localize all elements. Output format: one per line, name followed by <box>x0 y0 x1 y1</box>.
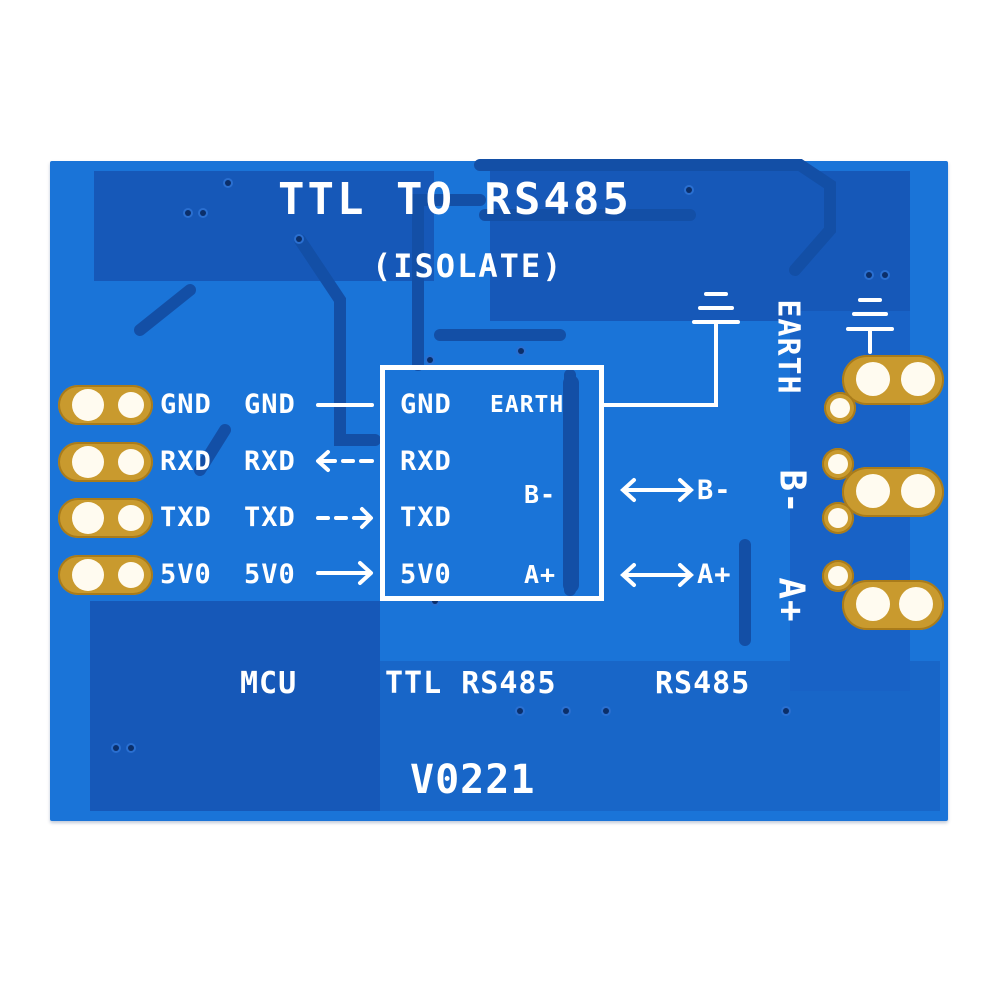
via <box>427 357 433 363</box>
board-version: V0221 <box>410 757 536 803</box>
pin-hole <box>118 505 144 531</box>
terminal-label-earth: EARTH <box>770 299 806 395</box>
copper-pour-top-right <box>490 171 910 321</box>
copper-pour-bottom-left <box>90 601 380 811</box>
terminal-hole <box>901 474 935 508</box>
terminal-hole-small <box>828 508 848 528</box>
via <box>296 236 302 242</box>
5v0-arrow-icon <box>358 561 373 585</box>
mcu-label-gnd: GND <box>244 389 296 420</box>
via <box>686 187 692 193</box>
via <box>518 348 524 354</box>
txd-arrow-icon <box>360 507 373 529</box>
terminal-hole <box>901 362 935 396</box>
module-pin-gnd: GND <box>400 389 452 420</box>
via <box>563 708 569 714</box>
via <box>225 180 231 186</box>
module-pin-5v0: 5V0 <box>400 559 452 590</box>
header-label-gnd: GND <box>160 389 212 420</box>
board-title: TTL TO RS485 <box>278 174 632 225</box>
mcu-label-5v0: 5V0 <box>244 559 296 590</box>
terminal-label-b: B- <box>771 469 813 515</box>
mcu-label-rxd: RXD <box>244 446 296 477</box>
module-pin-rxd: RXD <box>400 446 452 477</box>
pin-hole <box>72 389 104 421</box>
module-pin-earth: EARTH <box>490 392 565 418</box>
via <box>432 598 438 604</box>
pin-hole <box>118 449 144 475</box>
mcu-label-txd: TXD <box>244 502 296 533</box>
module-pin-a: A+ <box>524 560 557 589</box>
via <box>783 708 789 714</box>
terminal-hole <box>856 474 890 508</box>
terminal-hole <box>856 362 890 396</box>
isolation-module-outline <box>380 365 604 601</box>
via <box>128 745 134 751</box>
pin-hole <box>72 446 104 478</box>
terminal-hole-small <box>828 454 848 474</box>
pin-hole <box>72 559 104 591</box>
header-label-txd: TXD <box>160 502 212 533</box>
via <box>113 745 119 751</box>
copper-pour-top-left <box>94 171 434 281</box>
via <box>882 272 888 278</box>
pin-hole <box>118 392 144 418</box>
module-inner-trace <box>563 375 579 593</box>
board-subtitle: (ISOLATE) <box>372 247 564 285</box>
pin-hole <box>72 502 104 534</box>
module-pin-txd: TXD <box>400 502 452 533</box>
terminal-hole-small <box>830 398 850 418</box>
header-label-5v0: 5V0 <box>160 559 212 590</box>
via <box>200 210 206 216</box>
pin-hole <box>118 562 144 588</box>
via <box>866 272 872 278</box>
via <box>185 210 191 216</box>
footer-label-mcu: MCU <box>240 666 298 701</box>
module-pin-b: B- <box>524 480 557 509</box>
rs485-label-a: A+ <box>697 559 732 590</box>
footer-label-ttl-rs485: TTL RS485 <box>385 666 557 701</box>
terminal-hole <box>899 587 933 621</box>
header-label-rxd: RXD <box>160 446 212 477</box>
terminal-label-a: A+ <box>770 577 812 623</box>
terminal-hole <box>856 587 890 621</box>
via <box>603 708 609 714</box>
terminal-hole-small <box>828 566 848 586</box>
footer-label-rs485: RS485 <box>655 666 751 701</box>
rs485-label-b: B- <box>697 475 732 506</box>
via <box>517 708 523 714</box>
